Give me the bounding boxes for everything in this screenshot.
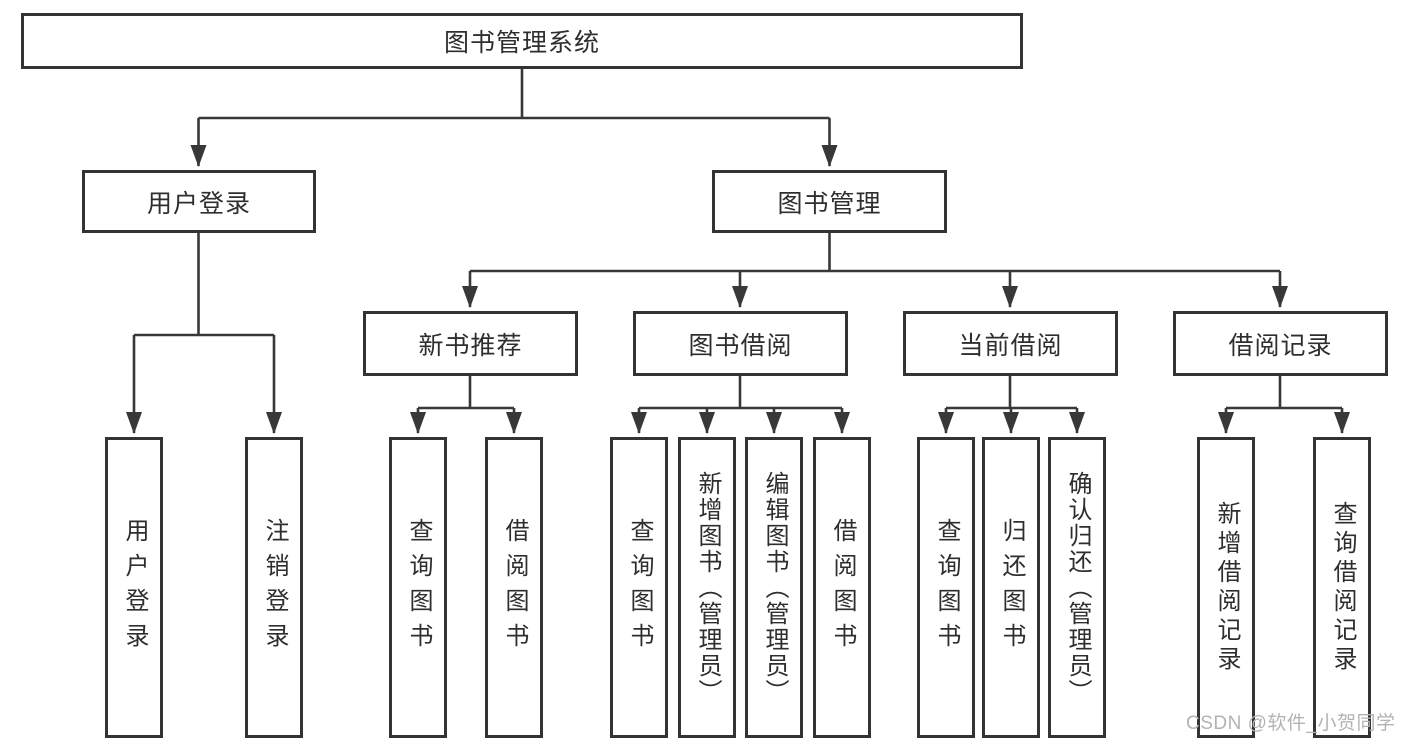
- leaf-edit-books-admin-label: 编辑图书（管理员）: [761, 470, 788, 705]
- leaf-query-books-borrowing-label: 查询图书: [626, 517, 653, 658]
- leaf-confirm-return-admin: 确认归还（管理员）: [1048, 437, 1106, 738]
- leaf-logout: 注销登录: [245, 437, 303, 738]
- leaf-borrow-books-label: 借阅图书: [829, 517, 856, 658]
- leaf-add-borrow-record: 新增借阅记录: [1197, 437, 1255, 738]
- node-book-management-label: 图书管理: [777, 189, 882, 218]
- node-user-login: 用户登录: [82, 170, 316, 233]
- node-root-library-management-system: 图书管理系统: [21, 13, 1023, 69]
- node-book-borrowing: 图书借阅: [633, 311, 848, 376]
- leaf-add-books-admin-label: 新增图书（管理员）: [694, 470, 721, 705]
- leaf-query-books-recommend: 查询图书: [389, 437, 447, 738]
- leaf-borrow-books-recommend: 借阅图书: [485, 437, 543, 738]
- leaf-query-borrow-record-label: 查询借阅记录: [1329, 500, 1356, 675]
- leaf-borrow-books-recommend-label: 借阅图书: [501, 517, 528, 658]
- leaf-add-books-admin: 新增图书（管理员）: [678, 437, 736, 738]
- leaf-query-books-borrowing: 查询图书: [610, 437, 668, 738]
- leaf-query-books-current-label: 查询图书: [933, 517, 960, 658]
- node-current-borrowing-label: 当前借阅: [958, 331, 1063, 360]
- node-new-book-recommend: 新书推荐: [363, 311, 578, 376]
- leaf-user-login: 用户登录: [105, 437, 163, 738]
- leaf-confirm-return-admin-label: 确认归还（管理员）: [1064, 470, 1091, 705]
- leaf-query-books-current: 查询图书: [917, 437, 975, 738]
- leaf-query-books-recommend-label: 查询图书: [405, 517, 432, 658]
- node-book-management: 图书管理: [712, 170, 947, 233]
- node-root-label: 图书管理系统: [443, 29, 600, 57]
- node-borrowing-records-label: 借阅记录: [1228, 331, 1333, 360]
- leaf-add-borrow-record-label: 新增借阅记录: [1213, 500, 1240, 675]
- node-current-borrowing: 当前借阅: [903, 311, 1118, 376]
- leaf-borrow-books: 借阅图书: [813, 437, 871, 738]
- node-book-borrowing-label: 图书借阅: [688, 331, 793, 360]
- node-user-login-label: 用户登录: [146, 189, 251, 218]
- leaf-logout-label: 注销登录: [261, 517, 288, 658]
- leaf-edit-books-admin: 编辑图书（管理员）: [745, 437, 803, 738]
- leaf-return-books: 归还图书: [982, 437, 1040, 738]
- node-new-book-recommend-label: 新书推荐: [418, 331, 523, 360]
- leaf-query-borrow-record: 查询借阅记录: [1313, 437, 1371, 738]
- leaf-return-books-label: 归还图书: [998, 517, 1025, 658]
- csdn-watermark: CSDN @软件_小贺同学: [1186, 713, 1396, 734]
- node-borrowing-records: 借阅记录: [1173, 311, 1388, 376]
- leaf-user-login-label: 用户登录: [121, 517, 148, 658]
